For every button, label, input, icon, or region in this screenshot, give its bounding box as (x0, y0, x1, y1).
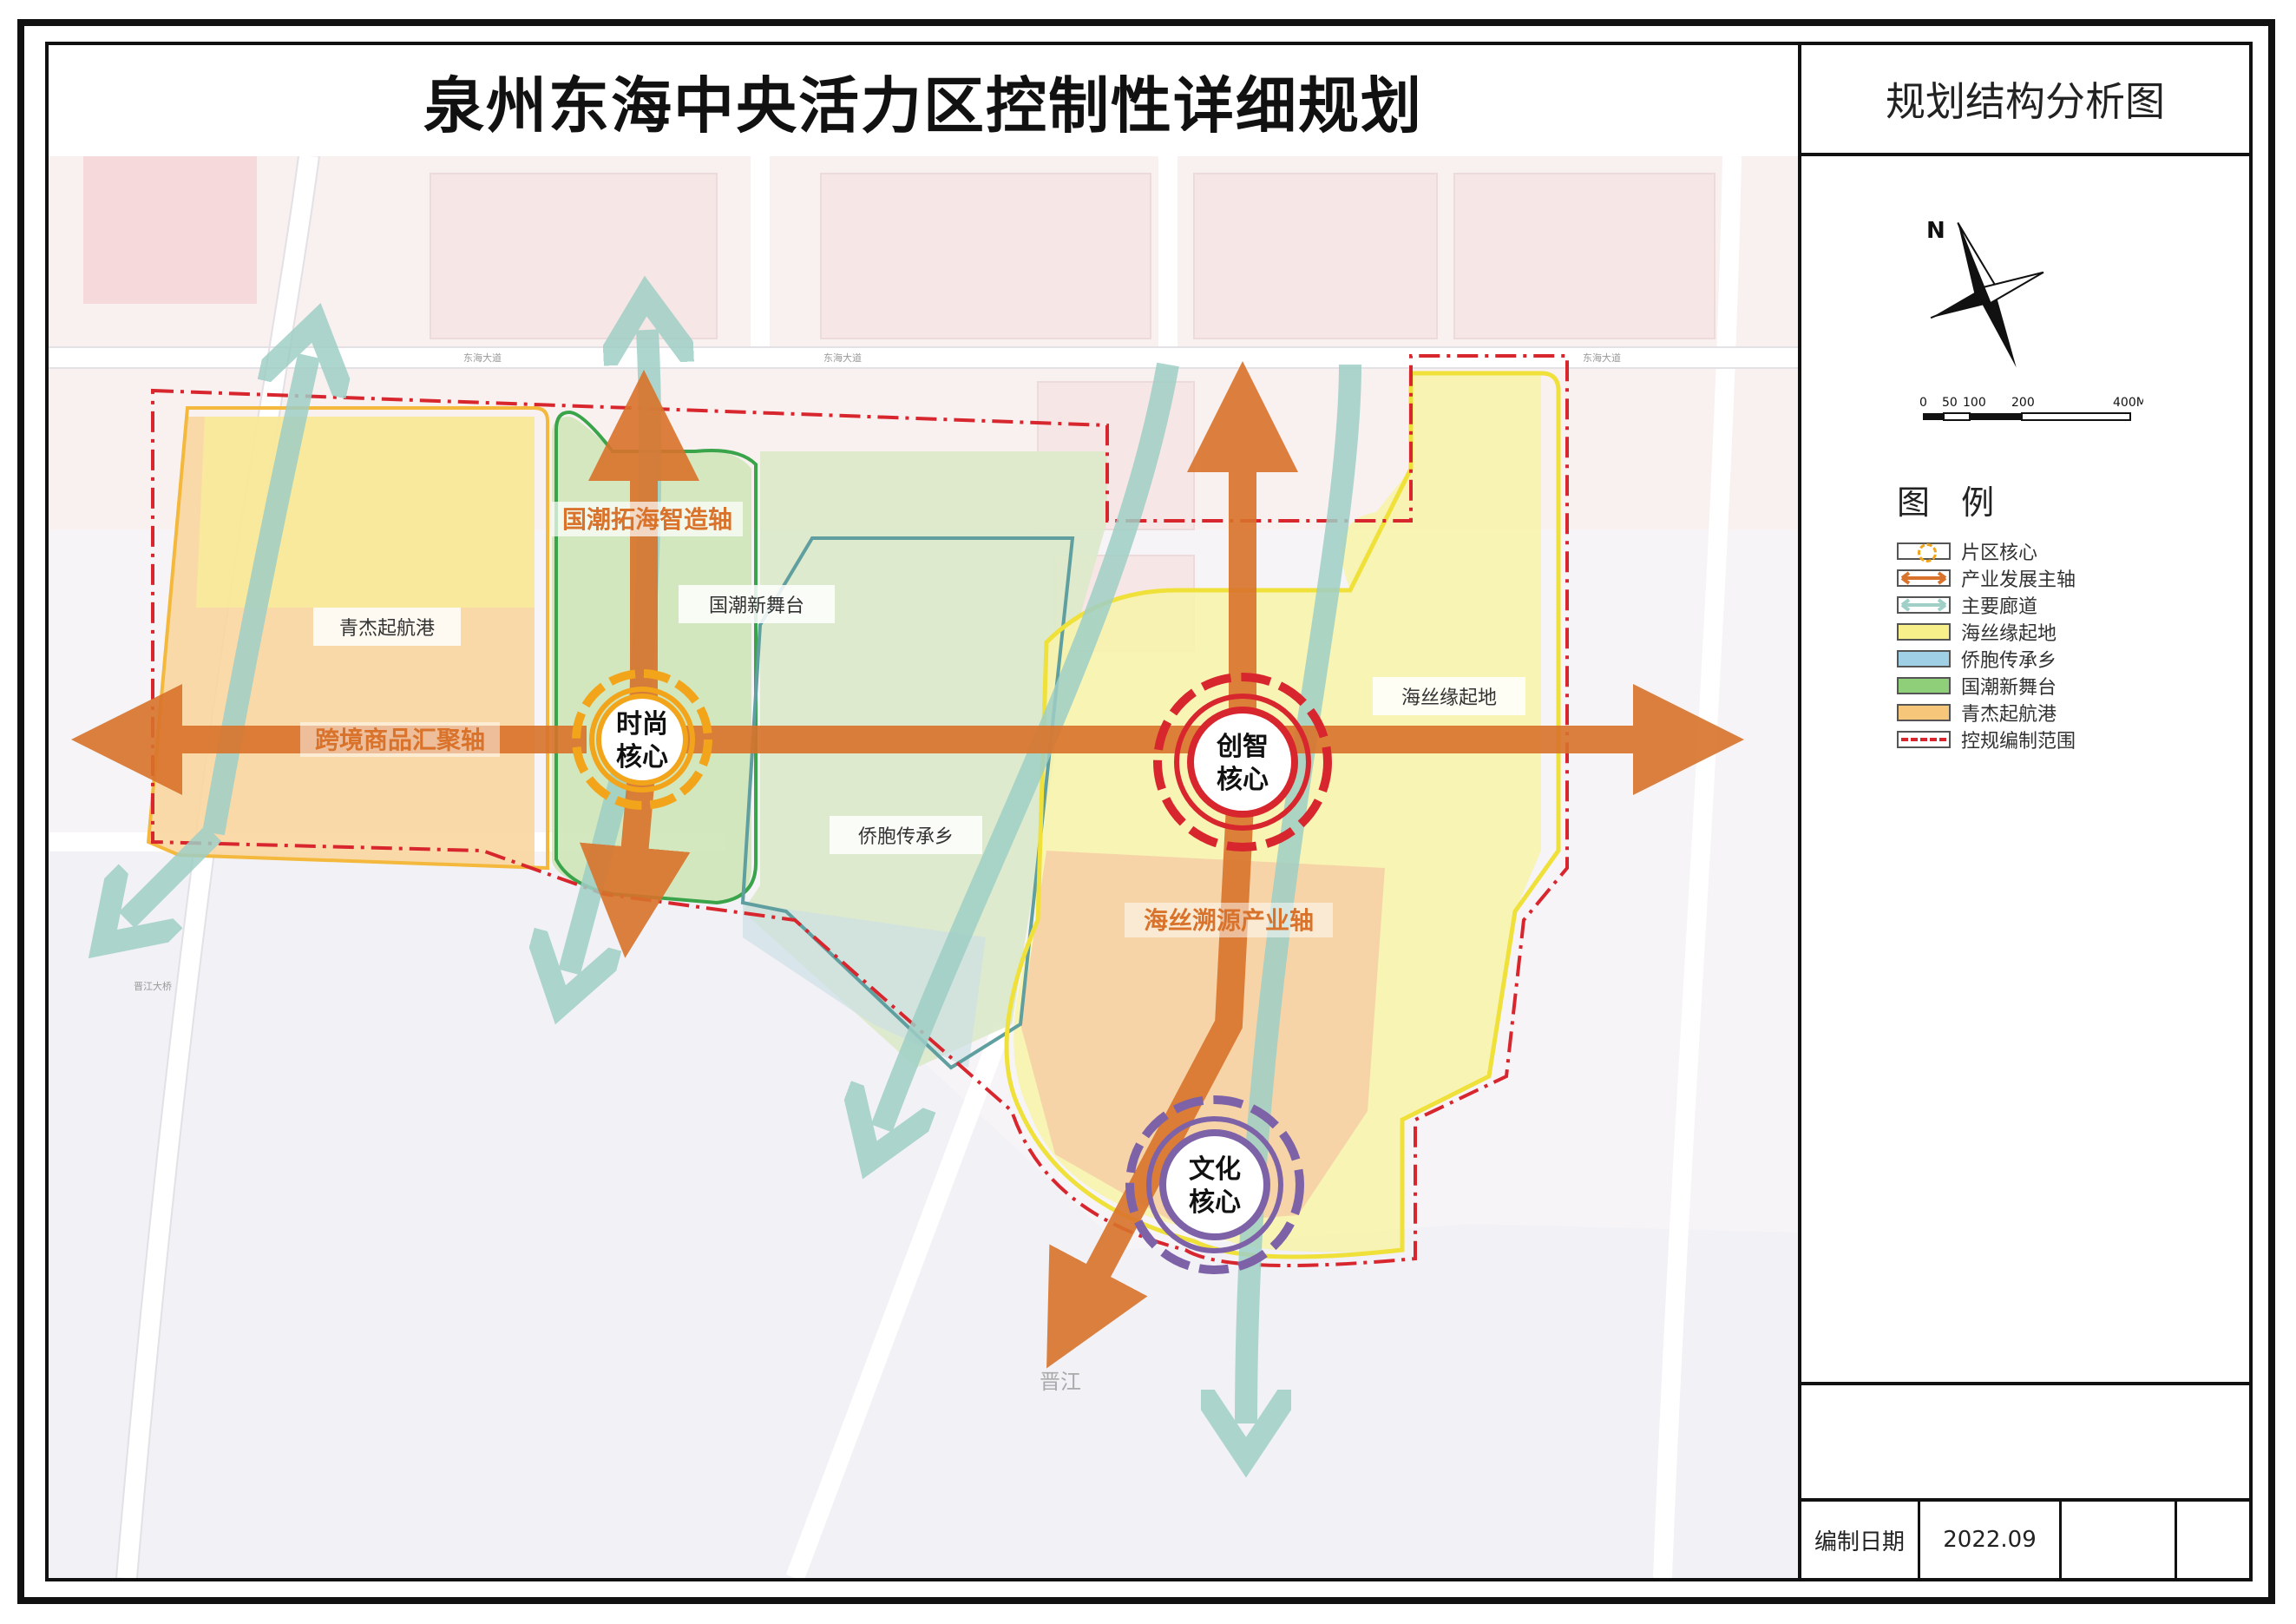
axis-label-crossborder: 跨境商品汇聚轴 (315, 726, 485, 754)
scale-tick-100: 100 (1963, 396, 1986, 410)
zone-haisi-south (1020, 851, 1385, 1224)
plan-map-svg: 时尚 核心 创智 核心 文化 核心 国潮拓海智造轴 跨境商品汇聚轴 海丝溯源产业… (49, 156, 1798, 1578)
north-west-block (83, 156, 257, 304)
guochao-swatch-icon (1897, 676, 1951, 694)
zone-qingjie-north (196, 417, 535, 608)
boundary-qiaobao (740, 536, 1075, 1070)
legend-label: 主要廊道 (1961, 595, 2038, 618)
core-swatch-icon (1897, 542, 1951, 562)
legend-title: 图 例 (1897, 483, 2005, 522)
qiaobao-swatch-icon (1897, 649, 1951, 667)
date-separator-2 (2059, 1502, 2062, 1578)
zone-label-guochao: 国潮新舞台 (709, 595, 804, 617)
core-label-innovation-1: 创智 (1216, 732, 1269, 762)
haisi-swatch-icon (1897, 622, 1951, 641)
scale-tick-400: 400M (2113, 396, 2143, 410)
core-label-culture-2: 核心 (1189, 1187, 1241, 1218)
legend-label: 侨胞传承乡 (1961, 649, 2057, 672)
title-bar: 泉州东海中央活力区控制性详细规划 (49, 45, 1798, 160)
axis-label-guochao: 国潮拓海智造轴 (562, 505, 732, 534)
core-innovation (1153, 673, 1332, 851)
legend-label: 青杰起航港 (1961, 703, 2057, 726)
boundary-planning (151, 354, 1569, 1267)
date-row: 编制日期 2022.09 (1798, 1498, 2249, 1578)
north-label: N (1926, 218, 1945, 244)
scale-tick-0: 0 (1919, 396, 1927, 410)
plan-map: 时尚 核心 创智 核心 文化 核心 国潮拓海智造轴 跨境商品汇聚轴 海丝溯源产业… (49, 156, 1798, 1578)
legend-item-boundary: 控规编制范围 (1897, 726, 2076, 753)
river-label: 晋江 (1040, 1370, 1081, 1394)
corridor-swatch-icon (1897, 595, 1951, 614)
legend-label: 国潮新舞台 (1961, 676, 2057, 699)
date-label: 编制日期 (1814, 1529, 1905, 1555)
sheet-title: 规划结构分析图 (1886, 78, 2165, 125)
inner-frame (45, 42, 2253, 1581)
scale-bar: 0 50 100 200 400M (1918, 392, 2147, 439)
road-label-2: 东海大道 (823, 352, 862, 364)
road-label-3: 东海大道 (1583, 352, 1621, 364)
legend-item-guochao: 国潮新舞台 (1897, 672, 2076, 699)
sheet-title-box: 规划结构分析图 (1798, 45, 2249, 156)
zone-label-qiaobao: 侨胞传承乡 (858, 826, 954, 848)
scale-tick-50: 50 (1942, 396, 1958, 410)
date-separator-1 (1918, 1502, 1920, 1578)
core-culture (1125, 1095, 1304, 1274)
legend-item-core: 片区核心 (1897, 537, 2076, 564)
legend-label: 片区核心 (1961, 542, 2038, 564)
zone-label-haisi: 海丝缘起地 (1401, 687, 1497, 709)
side-row-divider (1798, 1382, 2249, 1385)
core-label-innovation-2: 核心 (1217, 765, 1269, 795)
zone-label-qingjie: 青杰起航港 (339, 618, 435, 640)
legend-label: 海丝缘起地 (1961, 622, 2057, 645)
legend-item-qingjie: 青杰起航港 (1897, 699, 2076, 726)
outer-frame (17, 19, 2275, 1604)
date-separator-3 (2175, 1502, 2177, 1578)
page-title: 泉州东海中央活力区控制性详细规划 (423, 69, 1423, 141)
legend-label: 控规编制范围 (1961, 730, 2076, 753)
side-column-divider (1798, 156, 1801, 1578)
scale-tick-200: 200 (2011, 396, 2035, 410)
boundary-qingjie (146, 406, 549, 871)
legend-item-haisi: 海丝缘起地 (1897, 618, 2076, 645)
legend-item-axis: 产业发展主轴 (1897, 564, 2076, 591)
core-label-fashion-2: 核心 (616, 742, 668, 773)
core-label-fashion-1: 时尚 (616, 709, 668, 740)
legend-item-corridor: 主要廊道 (1897, 591, 2076, 618)
north-arrow-icon: N (1926, 218, 2044, 368)
north-arrow: N (1909, 208, 2065, 377)
qingjie-swatch-icon (1897, 703, 1951, 721)
road-label-4: 晋江大桥 (134, 980, 172, 992)
date-value: 2022.09 (1943, 1527, 2037, 1553)
axis-label-haisi: 海丝溯源产业轴 (1144, 906, 1314, 935)
road-label-1: 东海大道 (463, 352, 502, 364)
legend: 图 例 片区核心 产业发展主轴 主要廊道 海丝缘起地 侨胞传承乡 国潮新舞台 青… (1897, 476, 2076, 753)
boundary-swatch-icon (1897, 730, 1951, 748)
axis-swatch-icon (1897, 569, 1951, 587)
legend-label: 产业发展主轴 (1961, 569, 2076, 591)
core-fashion (572, 669, 712, 810)
legend-item-qiaobao: 侨胞传承乡 (1897, 645, 2076, 672)
core-label-culture-1: 文化 (1189, 1154, 1241, 1185)
